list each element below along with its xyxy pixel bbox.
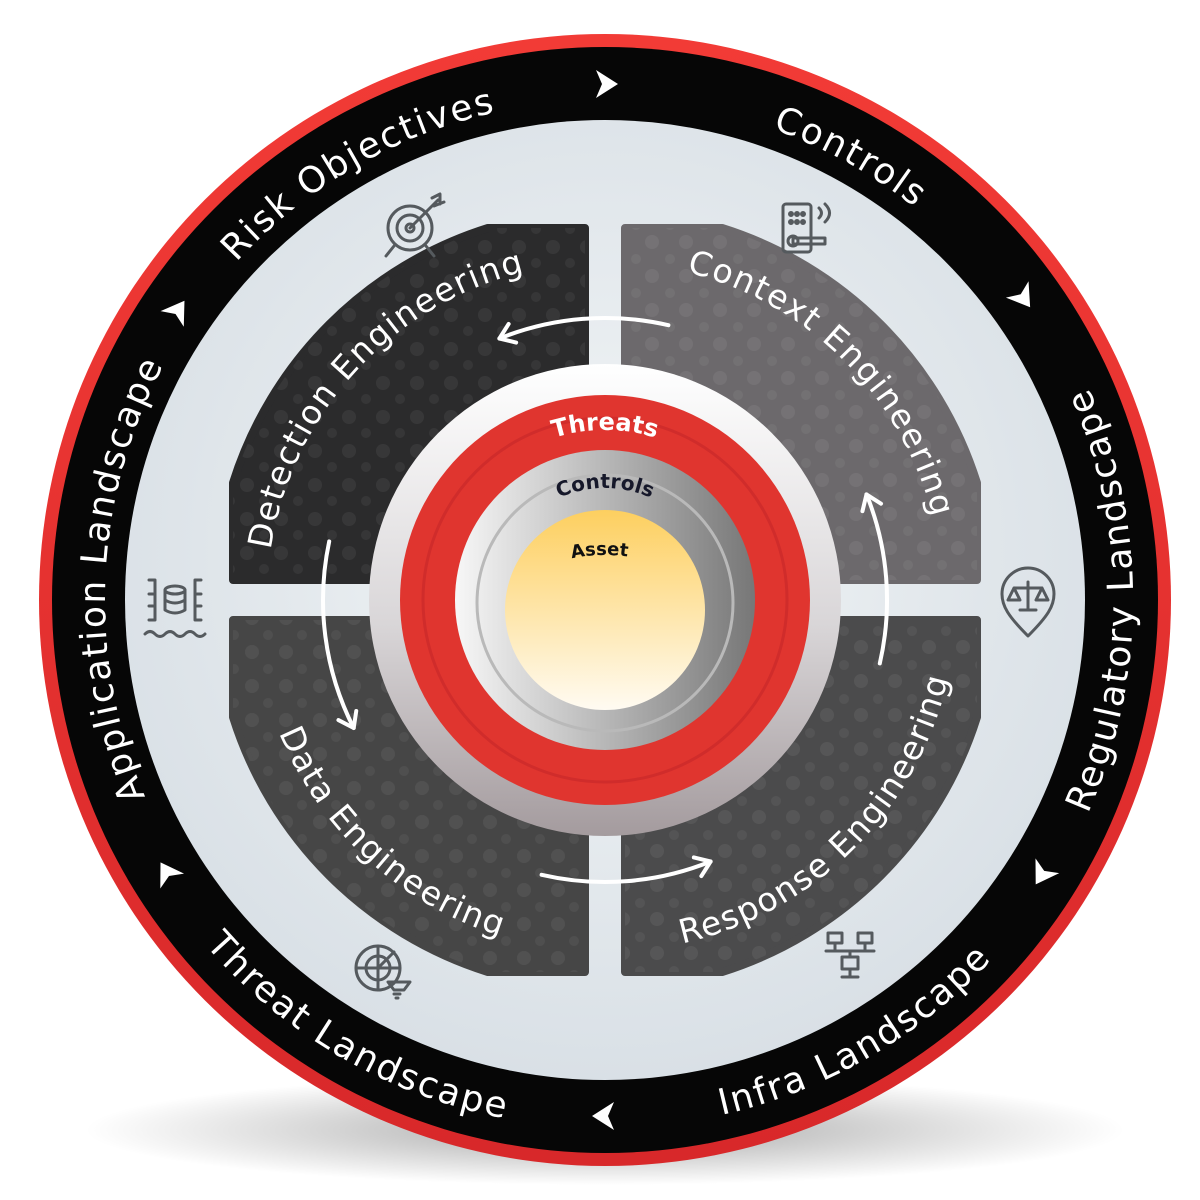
direction-marker-icon <box>160 862 185 889</box>
cycle-arrow <box>864 492 890 666</box>
cycle-arrow <box>539 859 713 885</box>
target-icon <box>384 192 446 258</box>
controls-inner-edge <box>475 473 735 733</box>
scales-pin-icon <box>1000 566 1056 638</box>
cycle-arrow <box>321 539 356 730</box>
arrowhead-icon <box>860 492 884 514</box>
arrowhead-icon <box>497 321 519 345</box>
keypad-lock-icon <box>781 202 831 254</box>
direction-marker-icon <box>1005 281 1031 308</box>
direction-marker-icon <box>596 70 618 98</box>
cycle-arrow <box>497 315 671 341</box>
assets-core <box>505 510 705 710</box>
arrowhead-icon <box>336 708 359 730</box>
threats-ring-inner-edge <box>421 416 789 784</box>
direction-marker-icon <box>1035 858 1060 885</box>
network-icon <box>824 931 876 979</box>
direction-marker-icon <box>160 300 185 327</box>
arrowhead-icon <box>691 855 713 879</box>
radar-icon <box>354 944 412 1000</box>
database-icon <box>143 578 207 638</box>
direction-marker-icon <box>592 1102 614 1130</box>
